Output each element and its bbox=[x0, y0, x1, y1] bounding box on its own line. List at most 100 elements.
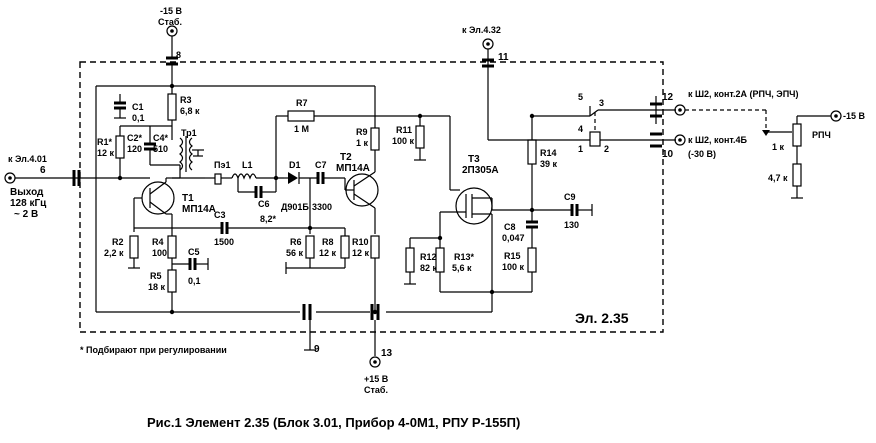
sw-p5: 5 bbox=[578, 92, 583, 102]
block-frame bbox=[79, 61, 664, 333]
t11-num: 11 bbox=[498, 52, 509, 63]
r13-name: R13* bbox=[454, 252, 475, 262]
t8-num: 8 bbox=[176, 50, 181, 60]
t12-label1: к Ш2, конт.2А (РПЧ, ЭПЧ) bbox=[688, 89, 798, 99]
t9-num: 9 bbox=[314, 344, 320, 355]
t6-label1: к Эл.4.01 bbox=[8, 154, 47, 164]
r3-name: R3 bbox=[180, 95, 192, 105]
r10-value: 12 к bbox=[352, 248, 370, 258]
t13-num: 13 bbox=[381, 348, 393, 359]
r10-name: R10 bbox=[352, 237, 369, 247]
d1-value: Д901Б bbox=[281, 202, 309, 212]
t2-name: T2 bbox=[340, 152, 352, 163]
r-top-label: 1 к bbox=[772, 142, 785, 152]
r7-value: 1 М bbox=[294, 124, 309, 134]
t8-label1: -15 В bbox=[160, 6, 183, 16]
d1-diode bbox=[288, 172, 298, 184]
c2-value: 120 bbox=[127, 144, 142, 154]
r5-value: 18 к bbox=[148, 282, 166, 292]
c6-name: C6 bbox=[258, 199, 270, 209]
sw-p2: 2 bbox=[604, 144, 609, 154]
t1-value: МП14А bbox=[182, 204, 216, 215]
c3-name: C3 bbox=[214, 210, 226, 220]
r14-value: 39 к bbox=[540, 159, 558, 169]
pe1 bbox=[214, 173, 222, 185]
l1-coil bbox=[231, 173, 257, 180]
c1-name: C1 bbox=[132, 102, 144, 112]
output-l3: ~ 2 В bbox=[14, 209, 38, 220]
r6-name: R6 bbox=[290, 237, 302, 247]
r13-value: 5,6 к bbox=[452, 263, 472, 273]
c9-value: 130 bbox=[564, 220, 579, 230]
t1-transistor bbox=[141, 181, 175, 215]
terminal-13-circle bbox=[369, 356, 381, 368]
pe1-name: Пэ1 bbox=[214, 160, 230, 170]
t3-value: 2П305А bbox=[462, 165, 499, 176]
terminal-10-circle bbox=[674, 134, 686, 146]
r2-value: 2,2 к bbox=[104, 248, 124, 258]
t10-label1: к Ш2, конт.4Б bbox=[688, 135, 747, 145]
r2-name: R2 bbox=[112, 237, 124, 247]
c7-value: 3300 bbox=[312, 202, 332, 212]
c9-name: C9 bbox=[564, 192, 576, 202]
tr1-secondary bbox=[188, 137, 193, 171]
r6-value: 56 к bbox=[286, 248, 304, 258]
note-text: * Подбирают при регулировании bbox=[80, 345, 227, 355]
c7-name: C7 bbox=[315, 160, 327, 170]
r4-name: R4 bbox=[152, 237, 164, 247]
c4-value: 510 bbox=[153, 144, 168, 154]
r5-name: R5 bbox=[150, 271, 162, 281]
supply-label: -15 В bbox=[843, 111, 866, 121]
r12-name: R12* bbox=[420, 252, 441, 262]
sw-p4: 4 bbox=[578, 124, 583, 134]
r8-name: R8 bbox=[322, 237, 334, 247]
r8-value: 12 к bbox=[319, 248, 337, 258]
c1-value: 0,1 bbox=[132, 113, 145, 123]
c3-value: 1500 bbox=[214, 237, 234, 247]
r7-name: R7 bbox=[296, 98, 308, 108]
t10-num: 10 bbox=[662, 149, 674, 160]
c5-value: 0,1 bbox=[188, 276, 201, 286]
c4-name: C4* bbox=[153, 133, 169, 143]
r15-value: 100 к bbox=[502, 262, 525, 272]
t8-label2: Стаб. bbox=[158, 17, 182, 27]
c8-value: 0,047 bbox=[502, 233, 525, 243]
r9-value: 1 к bbox=[356, 138, 369, 148]
d1-name: D1 bbox=[289, 160, 301, 170]
figure-caption: Рис.1 Элемент 2.35 (Блок 3.01, Прибор 4-… bbox=[147, 415, 521, 430]
t10-label2: (-30 В) bbox=[688, 149, 716, 159]
l1-name: L1 bbox=[242, 160, 253, 170]
t12-num: 12 bbox=[662, 92, 674, 103]
c8-name: C8 bbox=[504, 222, 516, 232]
c5-name: C5 bbox=[188, 247, 200, 257]
r15-name: R15 bbox=[504, 251, 521, 261]
t13-label2: Стаб. bbox=[364, 385, 388, 395]
sw-p1: 1 bbox=[578, 144, 583, 154]
r4-value: 100 bbox=[152, 248, 167, 258]
r1-value: 12 к bbox=[97, 148, 115, 158]
r-bot-label: 4,7 к bbox=[768, 173, 788, 183]
r14-name: R14 bbox=[540, 148, 557, 158]
t11-label1: к Эл.4.32 bbox=[462, 25, 501, 35]
rpch-label: РПЧ bbox=[812, 130, 831, 140]
t1-name: T1 bbox=[182, 193, 194, 204]
r9-name: R9 bbox=[356, 127, 368, 137]
sw-p3: 3 bbox=[599, 98, 604, 108]
output-l2: 128 кГц bbox=[10, 198, 47, 209]
c2-name: C2* bbox=[127, 133, 143, 143]
block-label: Эл. 2.35 bbox=[575, 310, 629, 326]
output-l1: Выход bbox=[10, 187, 44, 198]
tr1-name: Тр1 bbox=[181, 128, 197, 138]
t3-name: T3 bbox=[468, 154, 480, 165]
r1-name: R1* bbox=[97, 137, 113, 147]
c6-value: 8,2* bbox=[260, 214, 277, 224]
t13-label1: +15 В bbox=[364, 374, 389, 384]
r3-value: 6,8 к bbox=[180, 106, 200, 116]
t3-fet bbox=[455, 187, 493, 225]
r11-name: R11 bbox=[396, 125, 412, 135]
t2-value: МП14А bbox=[336, 163, 370, 174]
t6-num: 6 bbox=[40, 165, 46, 176]
tr1-primary bbox=[179, 137, 184, 171]
r12-value: 82 к bbox=[420, 263, 438, 273]
